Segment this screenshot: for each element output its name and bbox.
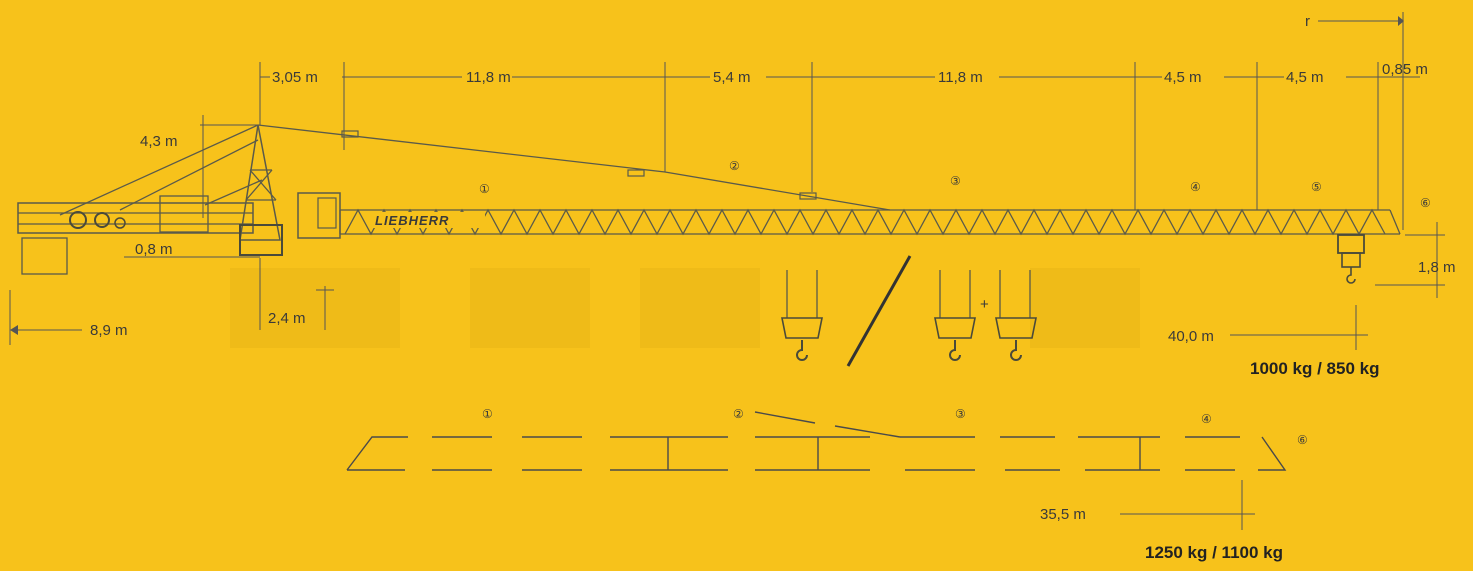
config-bottom-radius: 35,5 m [1040, 506, 1086, 523]
brand-logo: LIEBHERR [375, 213, 449, 228]
section-labels: ① ② ③ ④ ⑤ ⑥ [479, 159, 1431, 210]
tower-head [239, 124, 341, 256]
hook-block-4-fall: + [934, 270, 1037, 361]
dim-4-5-a: 4,5 m [1164, 69, 1202, 86]
section-5: ⑤ [1311, 180, 1322, 194]
hook-separator-slash [846, 255, 912, 367]
dim-3-05: 3,05 m [272, 69, 318, 86]
hook-block-2-fall [781, 270, 823, 361]
section-6: ⑥ [1420, 196, 1431, 210]
section-4: ④ [1190, 180, 1201, 194]
config-bottom: 35,5 m 1250 kg / 1100 kg [1040, 480, 1283, 562]
dim-0-8: 0,8 m [135, 241, 173, 258]
section-2: ② [729, 159, 740, 173]
schematic-section-labels: ① ② ③ ④ ⑥ [482, 407, 1308, 447]
side-dimensions: 4,3 m 0,8 m 2,4 m 8,9 m 1,8 m [9, 115, 1456, 345]
jib-schematic [346, 411, 1287, 471]
hook-plus: + [980, 296, 989, 313]
counter-jib [17, 124, 263, 275]
dim-4-5-b: 4,5 m [1286, 69, 1324, 86]
trolley-hook [1337, 234, 1365, 284]
section-3: ③ [950, 174, 961, 188]
top-dimension-line: 3,05 m 11,8 m 5,4 m 11,8 m 4,5 m 4,5 m 0… [259, 12, 1428, 230]
dim-5-4: 5,4 m [713, 69, 751, 86]
dim-4-3: 4,3 m [140, 133, 178, 150]
radius-symbol: r [1305, 13, 1310, 30]
config-top: 40,0 m 1000 kg / 850 kg [1168, 305, 1379, 378]
config-bottom-capacity: 1250 kg / 1100 kg [1145, 543, 1283, 562]
schematic-section-4: ④ [1201, 412, 1212, 426]
config-top-radius: 40,0 m [1168, 328, 1214, 345]
dim-2-4: 2,4 m [268, 310, 306, 327]
dim-8-9: 8,9 m [90, 322, 128, 339]
dim-0-85: 0,85 m [1382, 61, 1428, 78]
tie-bar [257, 124, 891, 211]
schematic-section-2: ② [733, 407, 744, 421]
dim-11-8-a: 11,8 m [466, 69, 511, 86]
schematic-section-3: ③ [955, 407, 966, 421]
schematic-section-1: ① [482, 407, 493, 421]
dim-11-8-b: 11,8 m [938, 69, 983, 86]
dim-1-8: 1,8 m [1418, 259, 1456, 276]
schematic-section-6: ⑥ [1297, 433, 1308, 447]
background-watermark [230, 268, 1140, 348]
jib-truss: LIEBHERR [339, 208, 1401, 236]
section-1: ① [479, 182, 490, 196]
config-top-capacity: 1000 kg / 850 kg [1250, 359, 1379, 378]
